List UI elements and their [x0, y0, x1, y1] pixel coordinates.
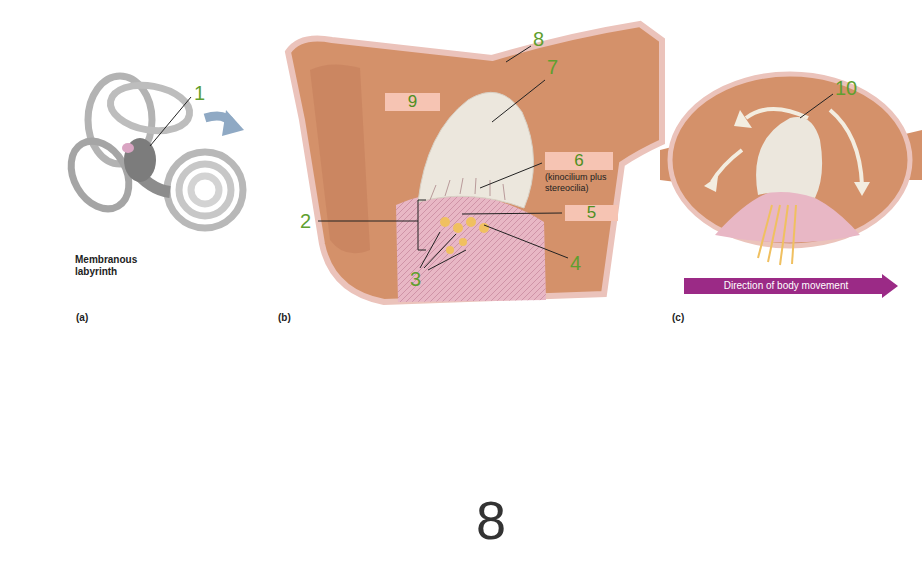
callout-note: (kinocilium plus stereocilia)	[545, 172, 641, 194]
direction-arrow: Direction of body movement	[684, 274, 898, 298]
panel-letter: (a)	[76, 312, 88, 323]
panel-title: Membranous labyrinth	[75, 254, 171, 278]
callout-number: 4	[570, 252, 581, 274]
page-number: 8	[476, 490, 506, 550]
callout-number: 5	[565, 205, 618, 221]
callout-number: 8	[533, 28, 544, 50]
callout-number: 9	[385, 93, 440, 111]
callout-number: 2	[300, 210, 311, 232]
callout-number: 10	[835, 77, 857, 99]
label-box: 6(kinocilium plus stereocilia)	[545, 152, 613, 194]
label-box: 9	[385, 93, 440, 111]
panel-letter: (c)	[672, 312, 684, 323]
callout-number: 3	[410, 268, 421, 290]
panel-letter: (b)	[278, 312, 291, 323]
arrow-label: Direction of body movement	[684, 274, 898, 298]
callout-number: 6	[545, 152, 613, 170]
callout-number: 1	[194, 82, 205, 104]
callout-number: 7	[547, 56, 558, 78]
label-box: 5	[565, 205, 618, 221]
labyrinth	[59, 76, 243, 228]
